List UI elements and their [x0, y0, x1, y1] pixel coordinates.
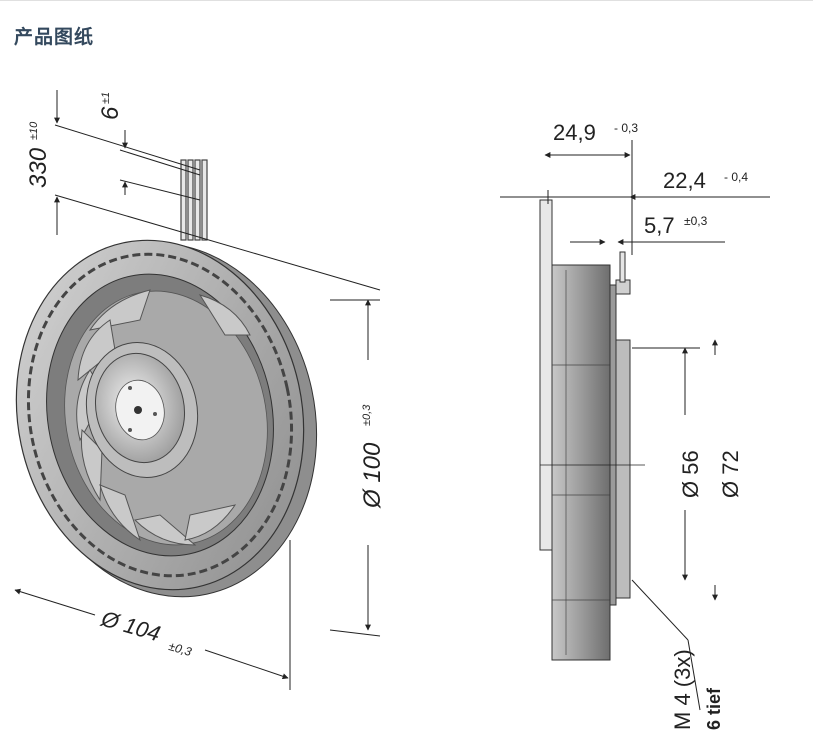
iso-dimension-text: 330 ±10 6 ±1 Ø 104 ±0,3 Ø 100 ±0,3	[25, 92, 386, 659]
flange-depth-label: 5,7	[644, 213, 675, 238]
hub-diameter-label: Ø 56	[678, 450, 703, 498]
cable-length-label: 330	[25, 147, 52, 188]
cable-length-tol: ±10	[28, 121, 40, 140]
cable-strip-tol: ±1	[100, 92, 112, 104]
flange-diameter-label: Ø 72	[718, 450, 743, 498]
body-depth-label: 22,4	[663, 168, 706, 193]
overall-depth-tol: - 0,3	[614, 121, 638, 135]
thread-label: M 4 (3x)	[670, 649, 695, 730]
fan-side-view	[539, 199, 645, 661]
fan-iso-view	[15, 159, 318, 598]
side-dimension-text: 24,9 - 0,3 22,4 - 0,4 5,7 ±0,3 Ø 56 Ø 72…	[553, 120, 748, 730]
inner-diameter-tol: ±0,3	[361, 404, 373, 426]
section-title: 产品图纸	[14, 26, 95, 48]
top-divider	[0, 0, 813, 1]
inner-diameter-label: Ø 100	[359, 442, 386, 509]
outer-diameter-label: Ø 104	[98, 605, 163, 646]
cable-strip-label: 6	[97, 106, 124, 120]
side-dimension-lines	[500, 140, 770, 711]
iso-dimension-lines	[14, 90, 381, 690]
thread-depth-label: 6 tief	[704, 687, 724, 730]
body-depth-tol: - 0,4	[724, 170, 748, 184]
flange-depth-tol: ±0,3	[684, 214, 708, 228]
overall-depth-label: 24,9	[553, 120, 596, 145]
outer-diameter-tol: ±0,3	[167, 639, 194, 659]
